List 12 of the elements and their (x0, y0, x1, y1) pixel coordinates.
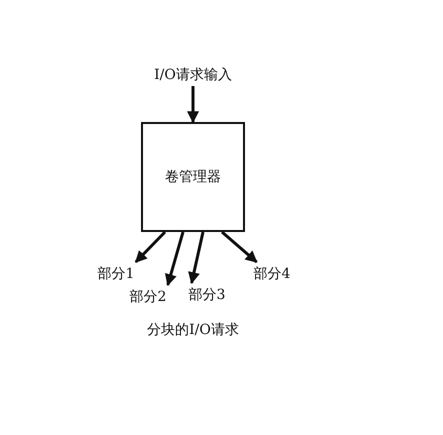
part-label: 部分1 (98, 265, 134, 283)
part-label: 部分3 (188, 286, 226, 304)
caption-text: 分块的I/O请求 (147, 321, 239, 339)
arrow (187, 86, 199, 124)
arrow (165, 232, 184, 286)
part-label: 部分4 (254, 265, 290, 283)
input-label: I/O请求输入 (154, 66, 232, 84)
arrow (188, 232, 204, 284)
volume-manager-box: 卷管理器 (141, 122, 245, 232)
arrow (134, 230, 166, 264)
part-label: 部分2 (130, 288, 166, 306)
arrow (221, 230, 258, 264)
